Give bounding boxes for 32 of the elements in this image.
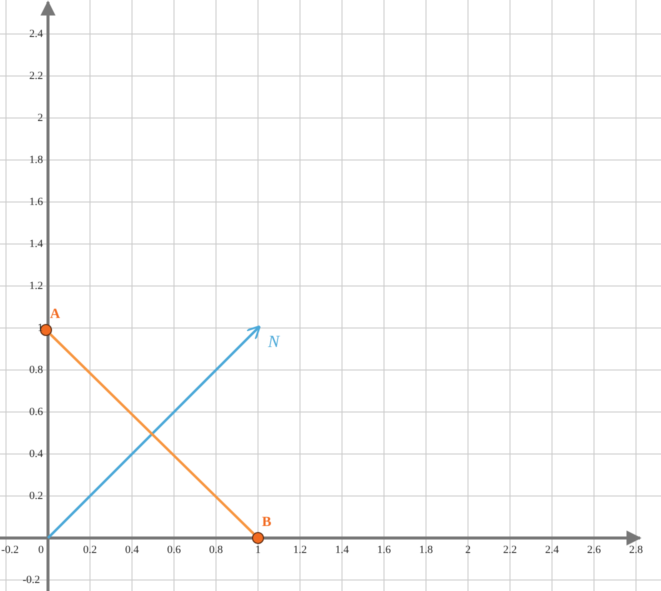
axis-tick-label: 0.4 <box>29 448 43 460</box>
axis-tick-label: 1.4 <box>335 544 349 556</box>
axis-tick-label: 0 <box>38 544 44 556</box>
axis-tick-label: 1 <box>255 544 261 556</box>
point-label: A <box>50 308 60 322</box>
axis-tick-label: 1.4 <box>29 238 43 250</box>
axis-tick-label: 2.4 <box>545 544 559 556</box>
axis-tick-label: 2.2 <box>503 544 517 556</box>
axis-tick-label: 1 <box>38 322 43 334</box>
axis-tick-label: 2.8 <box>629 544 643 556</box>
axis-tick-label: 1.2 <box>29 280 43 292</box>
axis-tick-label: 1.8 <box>419 544 433 556</box>
axis-tick-label: 1.8 <box>29 154 43 166</box>
vector-label: N <box>268 333 280 351</box>
axis-tick-label: 2 <box>38 112 43 124</box>
axis-tick-label: 0.2 <box>83 544 97 556</box>
axis-tick-label: 2.4 <box>29 28 43 40</box>
axis-tick-label: 1.6 <box>377 544 391 556</box>
axis-tick-label: 0.6 <box>167 544 181 556</box>
axis-tick-label: -0.2 <box>22 574 40 586</box>
axis-tick-label: 0.4 <box>125 544 139 556</box>
axis-tick-label: 1.6 <box>29 196 43 208</box>
axis-tick-label: 2 <box>465 544 471 556</box>
axis-tick-label: 0.6 <box>29 406 43 418</box>
axis-tick-label: 0.8 <box>29 364 43 376</box>
axis-tick-label: 0.8 <box>209 544 223 556</box>
axis-tick-label: 2.6 <box>587 544 601 556</box>
axis-tick-label: 0.2 <box>29 490 43 502</box>
axis-tick-label: 1.2 <box>293 544 307 556</box>
axis-tick-label: 2.2 <box>29 70 43 82</box>
axis-tick-label: -0.2 <box>1 544 19 556</box>
point-label: B <box>262 516 272 530</box>
